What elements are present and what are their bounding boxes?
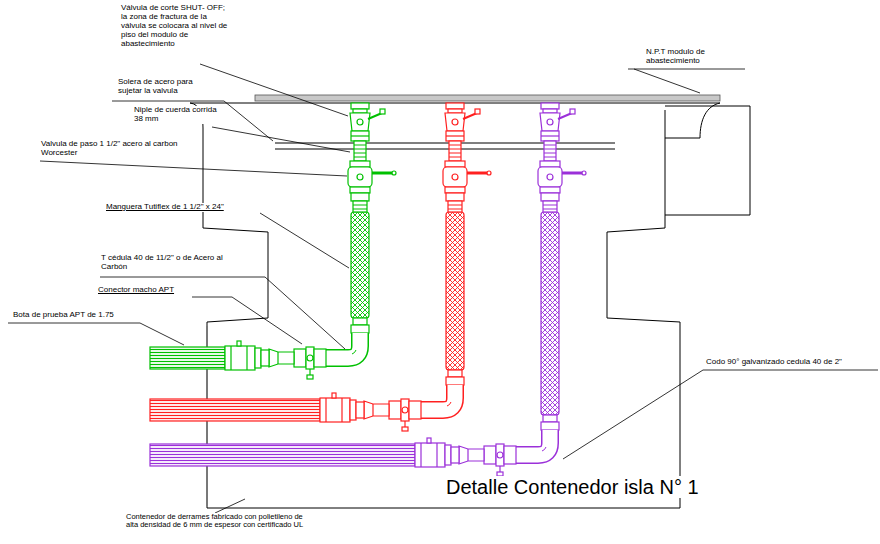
callout-label: N.P.T modulo de abastecimiento <box>645 48 745 66</box>
callout-label: Codo 90° galvanizado cedula 40 de 2" <box>705 358 843 367</box>
diagram-title: Detalle Contenedor isla N° 1 <box>445 476 700 498</box>
callout-label: Manguera Tutiflex de 1 1/2" x 24" <box>105 203 225 212</box>
callout-label: Valvula de paso 1 1/2" acero al carbon W… <box>40 140 198 158</box>
leader-lines <box>8 64 878 513</box>
callout-label: T cédula 40 de 11/2" o de Acero al Carbó… <box>100 254 235 272</box>
steel-strap <box>275 143 615 149</box>
callout-label: Niple de cuerda corrida 38 mm <box>133 106 221 124</box>
callout-label: Válvula de corte SHUT- OFF; la zona de f… <box>120 4 230 49</box>
callout-label: Conector macho APT <box>97 286 175 295</box>
callout-label: Bota de prueba APT de 1.75 <box>12 311 115 320</box>
callout-label: Solera de acero para sujetar la valvula <box>117 78 217 96</box>
purple-line <box>150 103 586 476</box>
floor-level-bar <box>255 95 720 101</box>
callout-label: Contenedor de derrames fabricado con pol… <box>125 513 307 530</box>
